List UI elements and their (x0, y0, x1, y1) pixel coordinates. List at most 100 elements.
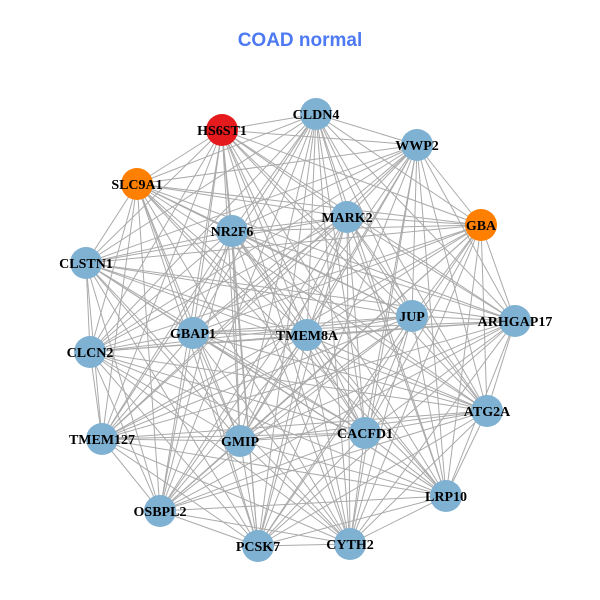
edge (192, 332, 241, 442)
edge (231, 230, 488, 412)
edge (346, 216, 413, 317)
node-label: CACFD1 (337, 427, 393, 442)
edge (101, 216, 348, 440)
edge (239, 320, 516, 442)
edge (221, 129, 482, 226)
node-label: GMIP (221, 435, 260, 450)
edge (411, 315, 516, 322)
edge (85, 262, 413, 317)
node-gba (465, 209, 497, 241)
edge (364, 432, 447, 497)
edge (364, 320, 516, 434)
edge (257, 410, 488, 547)
edge (306, 334, 366, 434)
edge (136, 183, 366, 434)
edge (315, 113, 447, 497)
edge (257, 320, 516, 547)
node-label: WWP2 (395, 139, 439, 154)
edge (239, 113, 317, 442)
edge (315, 113, 413, 317)
edge (315, 113, 482, 226)
node-label: PCSK7 (236, 540, 280, 555)
node-jup (396, 300, 428, 332)
node-lrp10 (430, 480, 462, 512)
edge (257, 495, 447, 547)
edge (136, 144, 418, 185)
node-gmip (224, 425, 256, 457)
node-label: SLC9A1 (111, 178, 162, 193)
node-atg2a (471, 395, 503, 427)
edge (136, 183, 308, 336)
edge (315, 113, 348, 218)
edge (349, 144, 418, 545)
node-label: TMEM8A (276, 329, 339, 344)
edge (89, 351, 366, 434)
edge (192, 332, 366, 434)
edge (136, 183, 241, 442)
edge (411, 315, 488, 412)
edge (306, 334, 488, 412)
edge (136, 183, 447, 497)
node-label: LRP10 (425, 490, 467, 505)
edge (101, 129, 223, 440)
edge (101, 438, 447, 497)
edge (231, 230, 447, 497)
edge (85, 262, 308, 336)
edge (192, 332, 308, 336)
edge (89, 183, 138, 353)
node-cyth2 (334, 528, 366, 560)
node-cldn4 (300, 98, 332, 130)
edge (231, 113, 317, 232)
node-osbpl2 (144, 495, 176, 527)
edge (89, 144, 418, 353)
edge (159, 315, 413, 512)
edge (89, 332, 194, 353)
edge (346, 216, 366, 434)
node-label: HS6ST1 (197, 124, 247, 139)
edge (85, 129, 223, 264)
edge (346, 216, 447, 497)
nodes-layer: HS6ST1CLDN4WWP2SLC9A1GBAMARK2NR2F6CLSTN1… (59, 98, 552, 562)
edge (192, 332, 488, 412)
edge (101, 320, 516, 440)
edge (349, 320, 516, 545)
edge (231, 230, 516, 322)
edge (239, 440, 447, 497)
edge (306, 224, 482, 336)
edge (101, 410, 488, 440)
edge (159, 332, 194, 512)
edge (480, 224, 516, 322)
edge (349, 432, 366, 545)
edge (315, 113, 418, 146)
node-label: CLSTN1 (59, 257, 113, 272)
edge (192, 320, 516, 334)
edge (221, 129, 488, 412)
edge (364, 224, 482, 434)
edge (101, 438, 259, 547)
edge (346, 144, 418, 218)
node-tmem8a (291, 319, 323, 351)
edge (192, 332, 447, 497)
edge (239, 315, 413, 442)
node-label: GBA (466, 219, 497, 234)
edge (136, 113, 317, 185)
edge (85, 224, 482, 264)
node-tmem127 (86, 423, 118, 455)
edge (192, 230, 233, 334)
node-label: CYTH2 (326, 538, 373, 553)
edge (85, 113, 317, 264)
edge (159, 410, 488, 512)
edge (159, 334, 308, 512)
edge (306, 334, 447, 497)
node-label: OSBPL2 (134, 505, 187, 520)
edge (85, 262, 366, 434)
edge (159, 144, 418, 512)
edge (257, 432, 366, 547)
edge (192, 113, 317, 334)
edge (239, 440, 259, 547)
edge (239, 334, 308, 442)
edge (101, 438, 241, 442)
edge (349, 410, 488, 545)
edge (101, 334, 308, 440)
